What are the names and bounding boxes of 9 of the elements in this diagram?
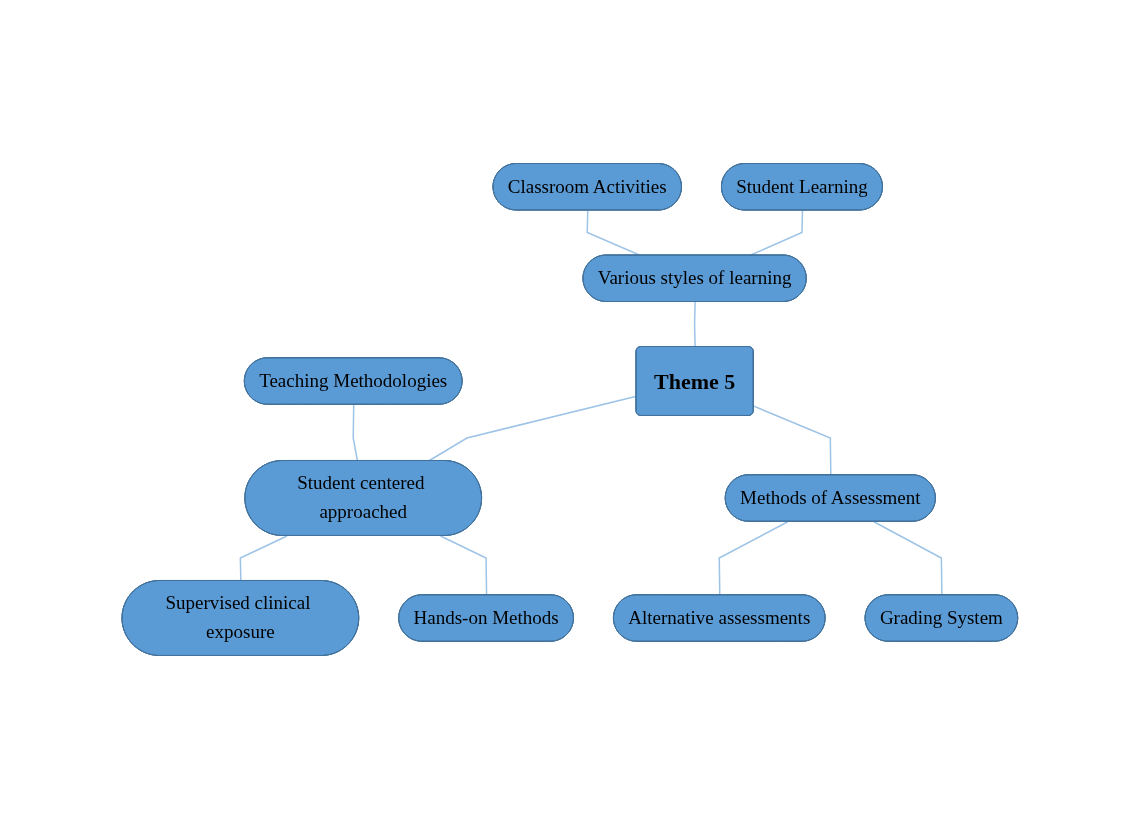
connector bbox=[352, 404, 358, 462]
connector bbox=[427, 395, 637, 462]
connector bbox=[439, 535, 487, 596]
connector bbox=[752, 405, 832, 476]
connector bbox=[693, 301, 696, 348]
connector bbox=[718, 521, 789, 596]
connector bbox=[872, 521, 943, 596]
connector bbox=[586, 209, 641, 257]
connector bbox=[239, 535, 288, 582]
